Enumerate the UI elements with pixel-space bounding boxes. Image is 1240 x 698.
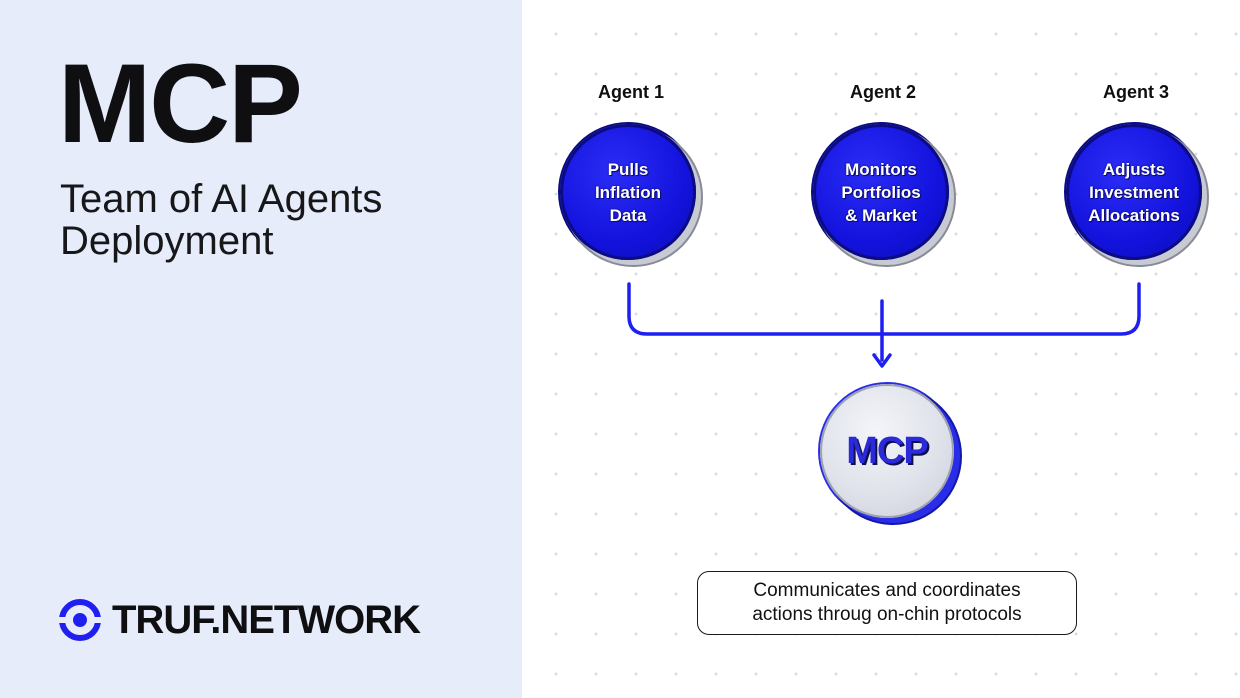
- page-subtitle: Team of AI Agents Deployment: [60, 178, 480, 262]
- subtitle-line-2: Deployment: [60, 219, 274, 263]
- page-title: MCP: [58, 41, 303, 166]
- agent-1-line-2: Inflation: [594, 182, 662, 202]
- agent-1-label: Agent 1: [597, 82, 664, 102]
- agent-3-line-3: Allocations: [1088, 205, 1180, 225]
- mcp-hub-node: MCP: [820, 384, 954, 518]
- agent-3-description: Adjusts Investment Allocations: [1074, 158, 1194, 227]
- agent-2-line-2: Portfolios: [841, 182, 921, 202]
- note-line-2: actions throug on-chin protocols: [752, 604, 1022, 625]
- diagram-panel: Agent 1 Agent 2 Agent 3 Pulls Inflation …: [522, 0, 1240, 698]
- brand-name: TRUF.NETWORK: [112, 597, 421, 642]
- agent-2-line-1: Monitors: [845, 159, 917, 179]
- agent-3-label: Agent 3: [1102, 82, 1169, 102]
- left-panel: MCP Team of AI Agents Deployment TRUF.NE…: [0, 0, 522, 698]
- connector-arrowhead: [872, 353, 892, 368]
- agent-1-description: Pulls Inflation Data: [568, 158, 688, 227]
- note-line-1: Communicates and coordinates: [753, 580, 1021, 601]
- agent-2-line-3: & Market: [845, 205, 917, 225]
- protocol-note-box: Communicates and coordinates actions thr…: [697, 571, 1077, 635]
- agent-3-line-1: Adjusts: [1102, 159, 1166, 179]
- agent-3-node: Adjusts Investment Allocations: [1066, 124, 1202, 260]
- connector-lines: [627, 282, 1141, 368]
- truf-logo-icon: [58, 599, 102, 641]
- agent-2-label: Agent 2: [849, 82, 916, 102]
- agent-1-line-1: Pulls: [607, 159, 649, 179]
- agent-2-node: Monitors Portfolios & Market: [813, 124, 949, 260]
- agent-3-line-2: Investment: [1089, 182, 1179, 202]
- mcp-hub-label: MCP: [846, 429, 928, 472]
- connector-bracket: [627, 282, 1141, 336]
- brand-logo: TRUF.NETWORK: [58, 597, 421, 642]
- agent-1-node: Pulls Inflation Data: [560, 124, 696, 260]
- subtitle-line-1: Team of AI Agents: [60, 177, 383, 221]
- agent-1-line-3: Data: [609, 205, 647, 225]
- agent-2-description: Monitors Portfolios & Market: [821, 158, 941, 227]
